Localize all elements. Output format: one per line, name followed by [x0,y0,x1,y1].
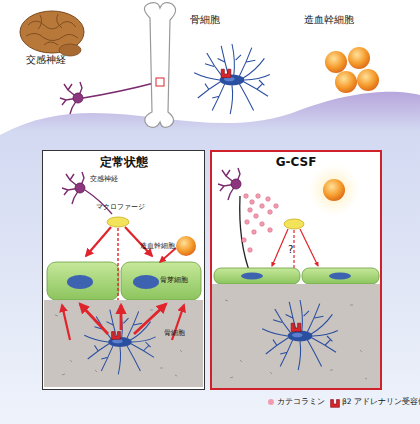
legend-swatch [268,399,274,405]
legend-item: カテコラミン [268,397,325,407]
panel-background [210,150,382,390]
legend-symbol-space [331,398,339,406]
legend-text: β2 アドレナリン受容体 [342,397,420,407]
brain-illustration [20,11,84,56]
label-text: マクロファージ [96,204,145,212]
steady-state-illustration [44,172,203,387]
receptor-legend-symbol [331,400,340,408]
panel-heading: G-CSF [212,152,380,169]
legend-text: カテコラミン [277,397,325,407]
label-text: 交感神経 [90,176,118,184]
label-text: 交感神経 [26,54,66,65]
stem-cell-cluster [325,47,379,93]
background-wave [0,92,420,424]
panel-box: G-CSF [210,150,382,390]
legend: カテコラミン β2 アドレナリン受容体 [268,397,420,407]
sympathetic-neuron [60,82,158,114]
label-text: 骨芽細胞 [160,277,188,285]
label-text: ? [288,244,293,255]
panel-box: 定常状態 [42,150,205,390]
label-text: 造血幹細胞 [304,14,354,25]
legend-item: β2 アドレナリン受容体 [331,397,420,407]
label-text: 造血幹細胞 [140,243,175,251]
panel-background [42,150,205,390]
osteocyte-illustration [194,44,270,114]
bone-highlight [156,78,164,86]
label-text: 骨細胞 [164,330,185,338]
gcsf-illustration [212,164,380,388]
bone-illustration [144,3,175,128]
panel-heading: 定常状態 [43,151,204,171]
label-text: 骨細胞 [190,14,220,25]
